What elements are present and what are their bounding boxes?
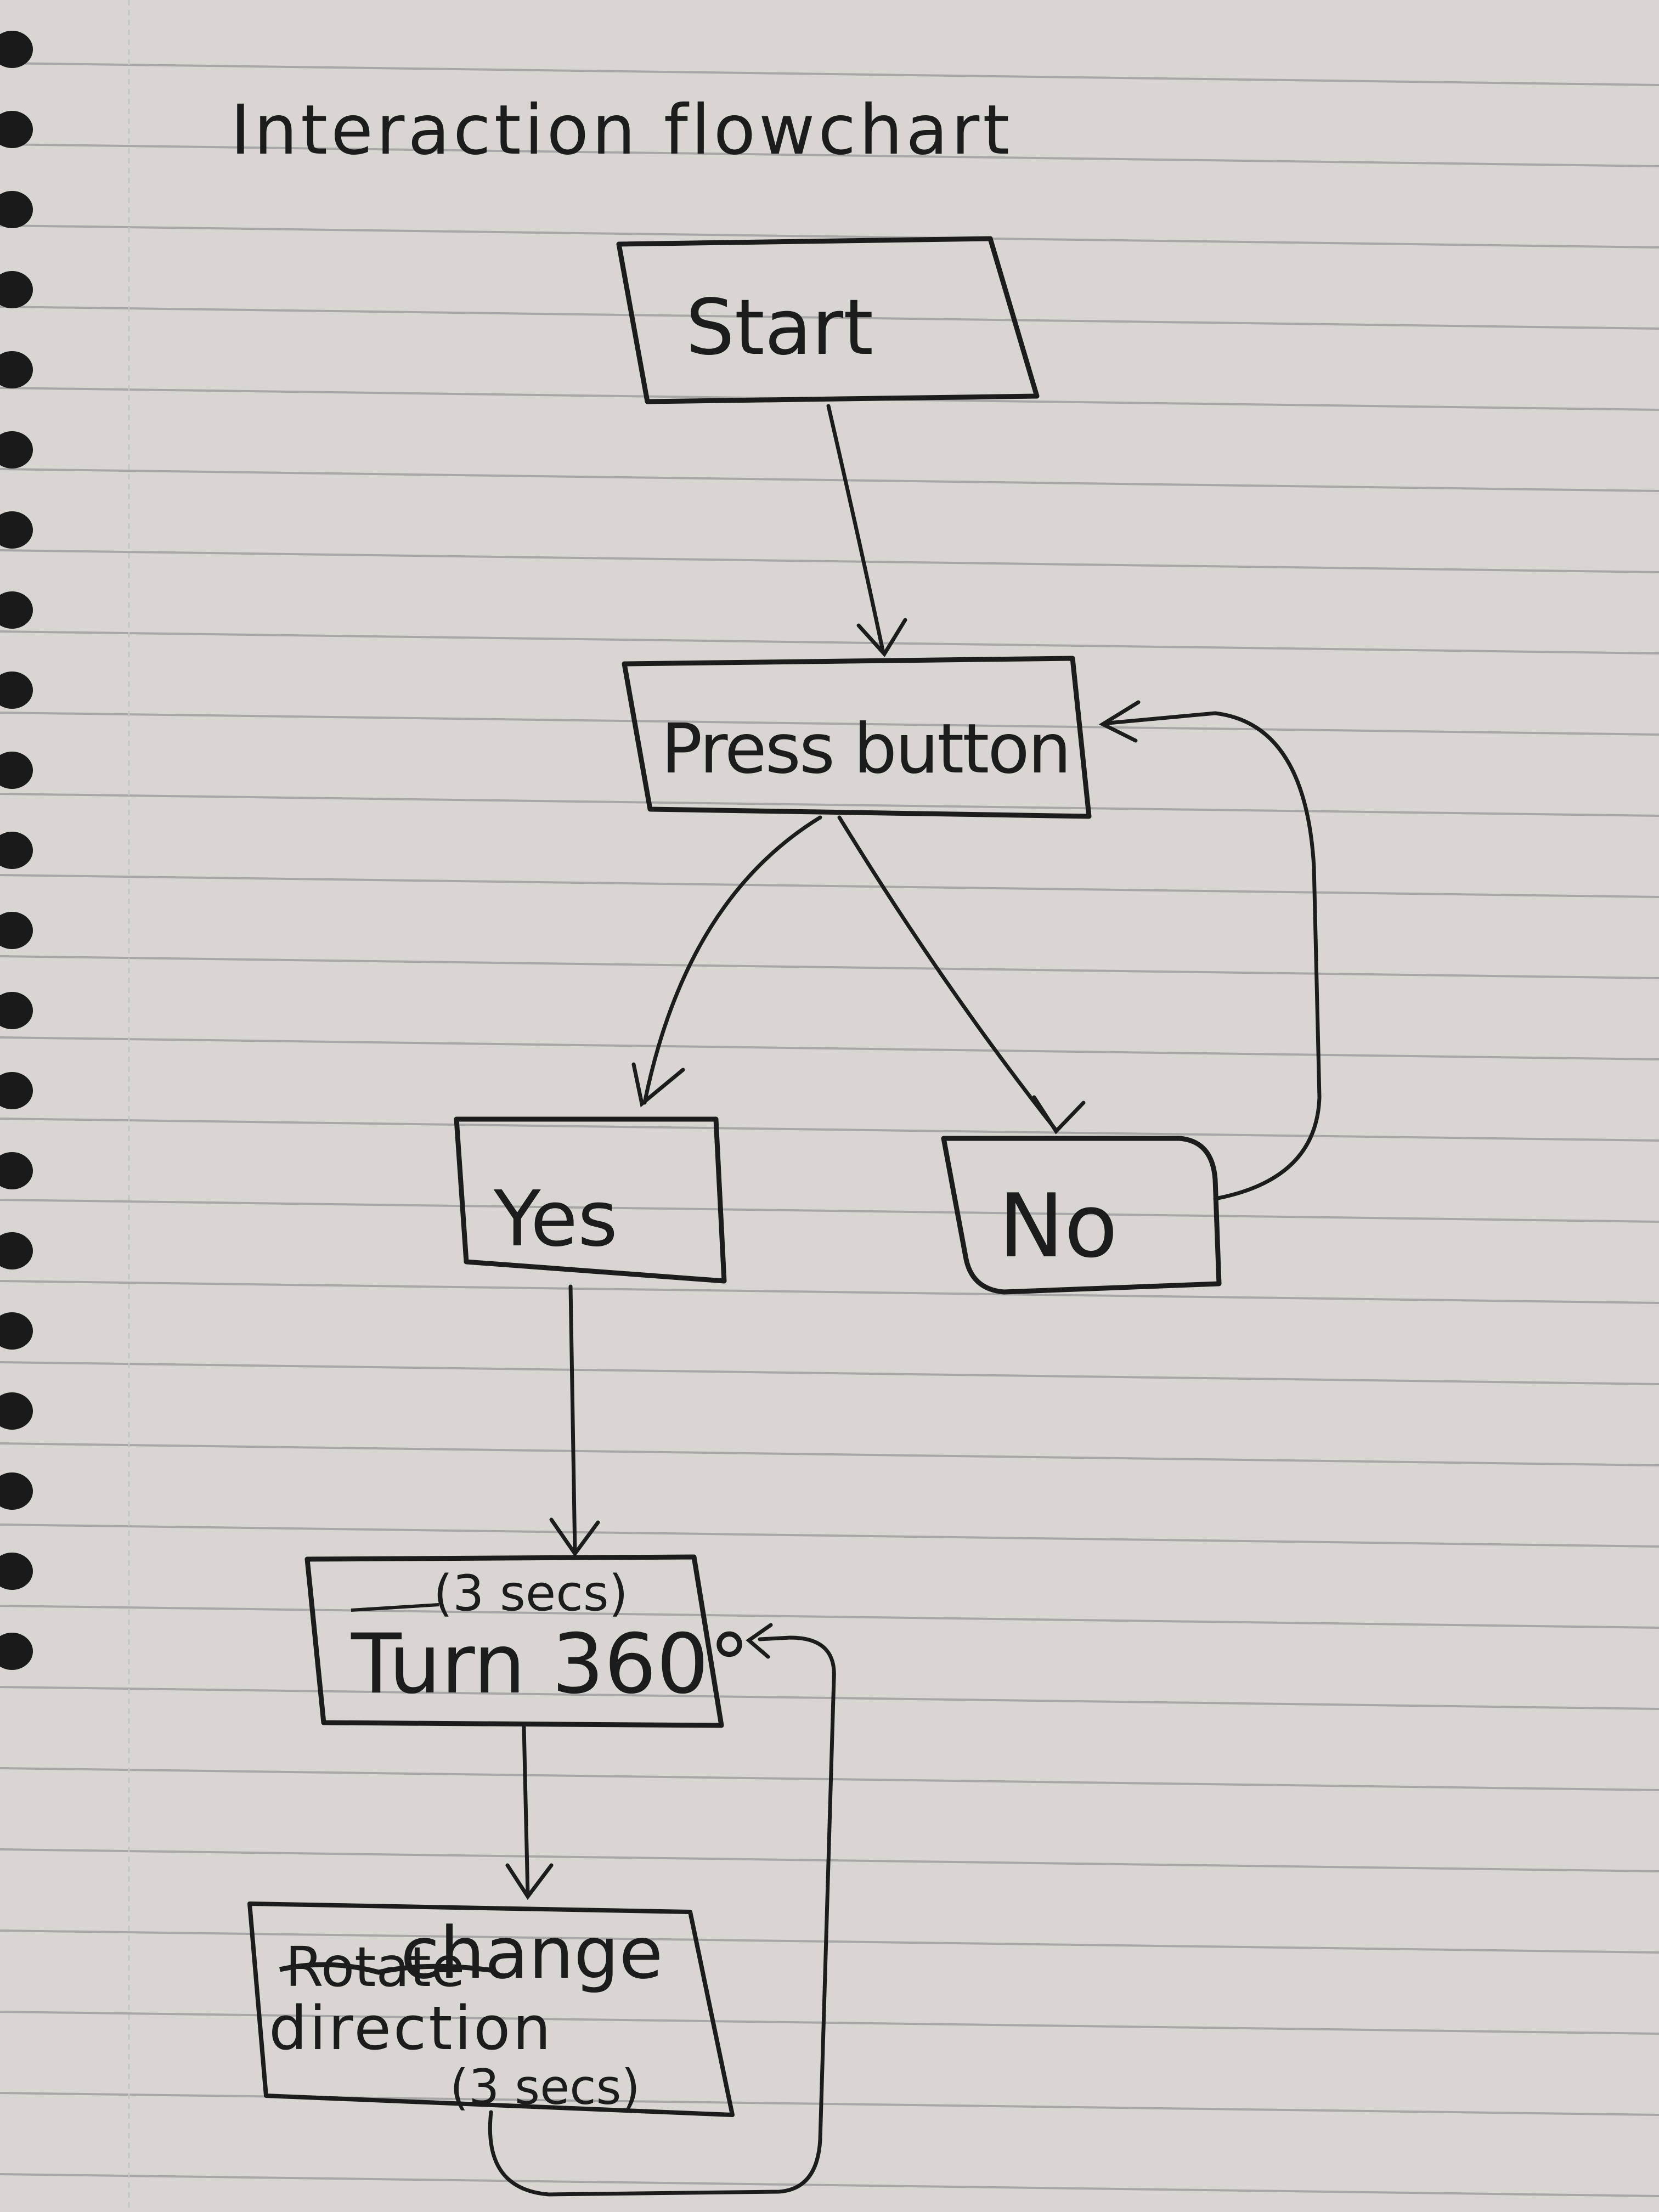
- no-node: [941, 1136, 1222, 1295]
- ruled-line: [0, 630, 1659, 654]
- arrow-no-loop: [1106, 711, 1322, 1201]
- spiral-hole: [0, 1072, 33, 1109]
- ruled-line: [0, 1118, 1659, 1142]
- spiral-hole: [0, 1472, 33, 1510]
- arrow-start-to-press: [826, 404, 885, 655]
- change-note: (3 secs): [450, 2059, 640, 2115]
- turn-note: (3 secs): [433, 1565, 628, 1622]
- arrow-turn-to-change: [522, 1725, 530, 1898]
- spiral-hole: [0, 591, 33, 629]
- arrowhead-press-no: [1032, 1095, 1086, 1135]
- spiral-hole: [0, 431, 33, 469]
- spiral-hole: [0, 752, 33, 789]
- arrow-change-loop: [488, 1635, 836, 2197]
- spiral-hole: [0, 992, 33, 1029]
- ruled-line: [0, 1523, 1659, 1548]
- arrowhead-yes-turn: [549, 1517, 600, 1558]
- press-button-label: Press button: [661, 709, 1070, 789]
- page-title: Interaction flowchart: [230, 91, 1013, 170]
- spiral-hole: [0, 31, 33, 68]
- arrowhead-press-yes: [631, 1062, 685, 1108]
- spiral-hole: [0, 1553, 33, 1590]
- spiral-hole: [0, 1312, 33, 1350]
- arrowhead-no-loop: [1098, 700, 1141, 743]
- spiral-hole: [0, 351, 33, 388]
- spiral-hole: [0, 832, 33, 869]
- yes-node: Yes: [454, 1116, 727, 1284]
- ruled-line: [0, 62, 1659, 86]
- ruled-line: [0, 306, 1659, 330]
- start-node: Start: [616, 236, 1040, 404]
- ruled-line: [0, 712, 1659, 736]
- spiral-hole: [0, 672, 33, 709]
- no-label: No: [998, 1175, 1118, 1277]
- arrows: [488, 404, 1322, 2197]
- yes-label: Yes: [493, 1175, 618, 1264]
- arrow-yes-to-turn: [568, 1284, 577, 1555]
- spiral-hole: [0, 271, 33, 308]
- ruled-line: [0, 1929, 1659, 1954]
- spiral-hole: [0, 111, 33, 148]
- ruled-line: [0, 1686, 1659, 1710]
- ruled-line: [0, 1036, 1659, 1060]
- ruled-line: [0, 2011, 1659, 2035]
- spiral-hole: [0, 191, 33, 228]
- ruled-line: [0, 1605, 1659, 1629]
- spiral-hole: [0, 912, 33, 949]
- spiral-hole: [0, 511, 33, 549]
- arrowhead-change-loop: [746, 1623, 773, 1659]
- ruled-line: [0, 224, 1659, 249]
- press-button-node: Press button: [622, 656, 1092, 819]
- ruled-line: [0, 143, 1659, 167]
- ruled-line: [0, 2173, 1659, 2197]
- arrow-press-to-yes: [642, 815, 822, 1105]
- ruled-line: [0, 2092, 1659, 2116]
- start-label: Start: [686, 283, 873, 373]
- turn-node: (3 secs) Turn 360°: [304, 1554, 750, 1728]
- ruled-line: [0, 549, 1659, 573]
- ruled-line: [0, 793, 1659, 817]
- arrowhead-start-press: [856, 618, 907, 657]
- direction-word: direction: [269, 1993, 553, 2063]
- change-direction-node: Rotate change direction (3 secs): [247, 1901, 735, 2117]
- spiral-hole: [0, 1633, 33, 1670]
- ruled-line: [0, 1442, 1659, 1466]
- ruled-line: [0, 1361, 1659, 1385]
- spiral-hole: [0, 1392, 33, 1430]
- ruled-line: [0, 955, 1659, 979]
- ruled-lines: [0, 62, 1659, 2197]
- spiral-hole: [0, 1232, 33, 1269]
- ruled-line: [0, 1199, 1659, 1223]
- arrow-press-to-no: [837, 815, 1058, 1132]
- change-word: change: [400, 1911, 663, 1995]
- ruled-line: [0, 1280, 1659, 1304]
- spiral-hole: [0, 1152, 33, 1189]
- ruled-line: [0, 468, 1659, 492]
- arrowhead-turn-change: [505, 1863, 554, 1900]
- turn-label: Turn 360°: [351, 1617, 750, 1712]
- spiral-binding: [0, 31, 33, 1670]
- ruled-line: [0, 874, 1659, 898]
